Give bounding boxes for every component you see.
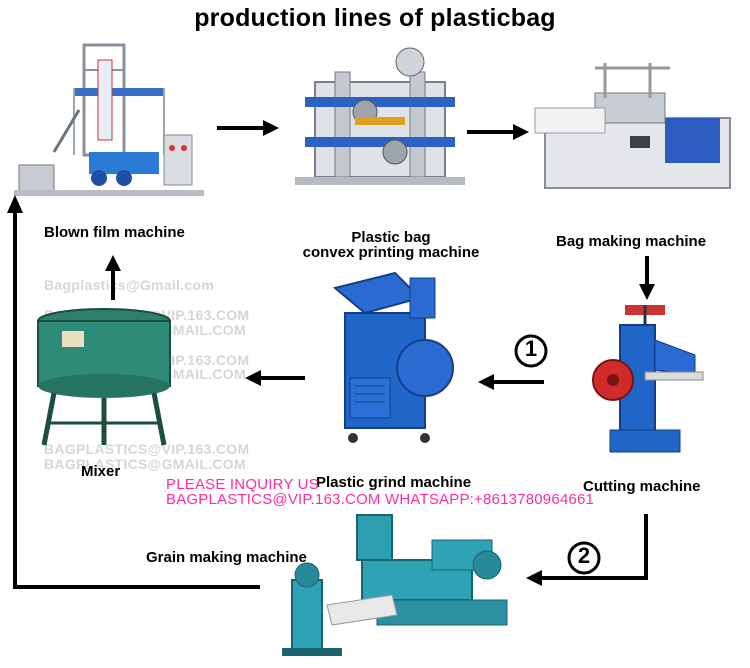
step-1-marker — [514, 334, 548, 368]
arrow-left-icon — [245, 370, 305, 386]
watermark-text: BAGPLASTICS@VIP.163.COM — [44, 441, 250, 457]
cutting-machine-image — [592, 305, 704, 453]
printing-machine-label: Plastic bag convex printing machine — [286, 230, 496, 260]
cutting-machine-label: Cutting machine — [583, 478, 701, 495]
return-loop-arrow-icon — [7, 195, 260, 589]
diagram-title: production lines of plasticbag — [194, 4, 556, 32]
inquiry-text: PLEASE INQUIRY US — [166, 476, 319, 493]
arrow-bent-left-icon — [526, 514, 648, 586]
plastic-grind-machine-label: Plastic grind machine — [316, 474, 472, 491]
watermark-text: BAGPLASTICS@GMAIL.COM — [44, 456, 246, 472]
arrow-left-icon — [478, 374, 544, 390]
bag-making-machine-image — [534, 63, 731, 189]
arrow-right-icon — [217, 120, 279, 136]
printing-machine-label-line2: convex printing machine — [302, 244, 480, 261]
printing-machine-image — [295, 47, 465, 185]
inquiry-contact-text: BAGPLASTICS@VIP.163.COM WHATSAPP:+861378… — [166, 491, 595, 508]
arrow-up-icon — [105, 255, 121, 300]
mixer-machine-image — [37, 308, 171, 446]
step-1-number: 1 — [524, 336, 538, 361]
grain-making-machine-image — [282, 514, 508, 656]
mixer-label: Mixer — [81, 463, 121, 480]
arrow-down-icon — [639, 256, 655, 300]
step-2-marker — [567, 541, 601, 575]
blown-film-machine-label: Blown film machine — [44, 224, 185, 241]
printing-machine-label-line1: Plastic bag — [351, 229, 431, 246]
watermark-text: Bagplastics@Gmail.com — [44, 277, 215, 293]
bag-making-machine-label: Bag making machine — [556, 233, 707, 250]
step-2-number: 2 — [577, 543, 591, 568]
blown-film-machine-image — [14, 43, 204, 196]
arrow-right-icon — [467, 124, 529, 140]
plastic-grind-machine-image — [332, 271, 454, 443]
grain-making-machine-label: Grain making machine — [146, 549, 307, 566]
